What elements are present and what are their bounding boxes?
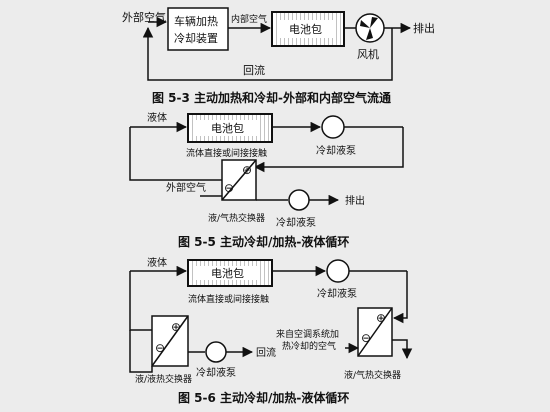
coolant-pump-2-icon	[205, 341, 227, 363]
caption-5-3: 图 5-3 主动加热和冷却-外部和内部空气流通	[152, 90, 391, 105]
battery-label: 电池包	[211, 267, 244, 280]
coolant-pump-1-icon	[326, 259, 350, 283]
exhaust-label: 排出	[413, 21, 435, 35]
hvac-label-line2: 冷却装置	[174, 32, 218, 45]
figure-5-6-labels: 液体 电池包 流体直接或间接接触 冷却液泵 ⊕ ⊖ ⊕ ⊖ 冷却液泵 回流 来自…	[135, 256, 401, 405]
left-hx-label: 液/液热交换器	[135, 373, 192, 385]
right-hx-label: 液/气热交换器	[344, 369, 401, 381]
battery-label: 电池包	[211, 122, 244, 135]
figure-5-3-labels: 外部空气 车辆加热 冷却装置 内部空气 电池包 风机 排出 回流 图 5-3 主…	[122, 10, 435, 105]
pump2-label: 冷却液泵	[196, 366, 236, 379]
left-return-line	[129, 127, 222, 181]
right-return-line	[253, 127, 404, 173]
hvac-unit-box	[167, 7, 229, 51]
hx-plus-symbol: ⊕	[242, 163, 252, 177]
contact-label: 流体直接或间接接触	[188, 293, 269, 305]
recirculation-loop-line	[142, 26, 393, 81]
ac-air-label-line1: 来自空调系统加	[276, 328, 339, 340]
pump2-label: 冷却液泵	[276, 216, 316, 229]
hx-label: 液/气热交换器	[208, 212, 265, 224]
recirc-label: 回流	[243, 63, 265, 77]
left-loop-line	[129, 271, 152, 331]
pump1-label: 冷却液泵	[316, 144, 356, 157]
left-hx-plus-symbol: ⊕	[171, 320, 181, 334]
ac-air-label-line2: 热冷却的空气	[282, 340, 336, 352]
recirc-label: 回流	[256, 346, 276, 359]
battery-label: 电池包	[289, 23, 322, 36]
left-lower-loop-line	[129, 330, 153, 373]
caption-5-5: 图 5-5 主动冷却/加热-液体循环	[178, 234, 349, 249]
exhaust-label: 排出	[345, 194, 365, 207]
right-exhaust-line	[392, 339, 413, 360]
hvac-label-line1: 车辆加热	[174, 14, 218, 28]
hx-minus-symbol: ⊖	[224, 181, 234, 195]
figure-5-3	[142, 7, 412, 81]
inside-air-label: 内部空气	[231, 13, 267, 25]
outside-air-label: 外部空气	[122, 10, 166, 24]
liquid-label: 液体	[147, 256, 167, 269]
contact-label: 流体直接或间接接触	[186, 147, 267, 159]
right-hx-minus-symbol: ⊖	[361, 331, 371, 345]
figure-5-6	[129, 259, 413, 373]
outside-air-label: 外部空气	[166, 181, 206, 194]
caption-5-6: 图 5-6 主动冷却/加热-液体循环	[178, 390, 349, 405]
figure-5-5-labels: 液体 电池包 流体直接或间接接触 冷却液泵 外部空气 ⊕ ⊖ 冷却液泵 排出 液…	[147, 111, 365, 249]
liquid-label: 液体	[147, 111, 167, 124]
pump1-label: 冷却液泵	[317, 287, 357, 300]
right-hx-plus-symbol: ⊕	[376, 311, 386, 325]
right-loop-line	[392, 271, 408, 324]
coolant-pump-1-icon	[321, 115, 345, 139]
coolant-pump-2-icon	[288, 189, 310, 211]
left-hx-minus-symbol: ⊖	[155, 341, 165, 355]
figure-5-5	[129, 113, 404, 211]
fan-label: 风机	[357, 47, 379, 61]
